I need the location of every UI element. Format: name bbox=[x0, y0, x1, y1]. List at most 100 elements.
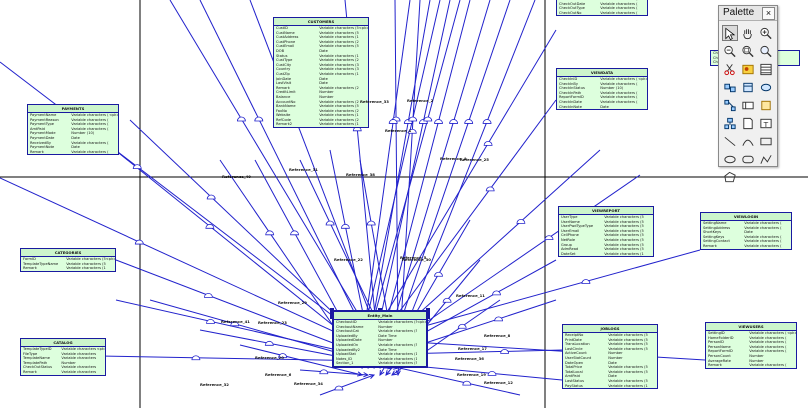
cardinality-marker bbox=[325, 220, 335, 226]
image-icon bbox=[742, 64, 754, 74]
link-tool-button[interactable] bbox=[722, 79, 738, 95]
line-tool-button[interactable] bbox=[722, 133, 738, 149]
attribute-name: TemplatePath bbox=[23, 360, 48, 365]
text-tool-button[interactable]: T bbox=[758, 115, 774, 131]
cut-tool-button[interactable] bbox=[722, 61, 738, 77]
inheritance-tool-button[interactable] bbox=[722, 115, 738, 131]
attribute-name: PaymentNote bbox=[30, 145, 55, 150]
attribute-type: Date bbox=[319, 48, 328, 53]
attribute-type: Variable characters (50) bbox=[608, 337, 648, 342]
palette-window[interactable]: Palette × T bbox=[718, 5, 778, 182]
selection-handle[interactable] bbox=[378, 308, 382, 312]
cardinality-marker bbox=[132, 164, 142, 170]
attribute-type: Variable characters (50) bbox=[319, 30, 359, 35]
cardinality-marker bbox=[483, 141, 493, 146]
selection-handle[interactable] bbox=[426, 315, 430, 319]
rounded-rectangle-tool-button[interactable] bbox=[740, 151, 756, 167]
palette-close-button[interactable]: × bbox=[762, 7, 775, 20]
attribute-key bbox=[787, 363, 794, 368]
relationship-line bbox=[394, 0, 399, 341]
attribute-name: Remark bbox=[276, 85, 290, 90]
arc-tool-button[interactable] bbox=[740, 133, 756, 149]
cardinality-marker bbox=[203, 292, 213, 298]
attribute-name: PaymentName bbox=[30, 113, 57, 117]
polygon-tool-button[interactable] bbox=[722, 169, 738, 185]
zoom-in-tool-button[interactable] bbox=[758, 25, 774, 41]
attribute-type: Variable characters (50) bbox=[600, 77, 638, 81]
attribute-type: Date Time bbox=[378, 347, 397, 352]
relationship-line bbox=[249, 0, 381, 341]
attribute-key bbox=[109, 150, 116, 155]
attribute-name: Country bbox=[276, 67, 291, 72]
relationship-label: Reference_11 bbox=[456, 293, 485, 298]
reference-tool-button[interactable] bbox=[722, 97, 738, 113]
attribute-type: Variable characters (30) bbox=[319, 62, 359, 67]
package-tool-button[interactable] bbox=[758, 79, 774, 95]
selection-handle[interactable] bbox=[426, 308, 430, 312]
attribute-name: ShortKeys bbox=[703, 230, 722, 235]
image-tool-button[interactable] bbox=[740, 61, 756, 77]
procedure-tool-button[interactable] bbox=[758, 97, 774, 113]
zoom-area-tool-button[interactable] bbox=[758, 43, 774, 59]
attribute-type: Variable characters (1024) bbox=[71, 149, 109, 154]
selection-handle[interactable] bbox=[426, 311, 430, 316]
attribute-type: Variable characters (50) bbox=[604, 247, 644, 252]
view-tool-button[interactable] bbox=[740, 79, 756, 95]
attribute-name: Group bbox=[561, 242, 572, 247]
ellipse-tool-button[interactable] bbox=[722, 151, 738, 167]
attribute-name: CheckInPath bbox=[559, 90, 582, 95]
attribute-key bbox=[782, 244, 789, 249]
polyline-tool-button[interactable] bbox=[758, 151, 774, 167]
attribute-name: Remark bbox=[23, 369, 37, 374]
attribute-name: UserName bbox=[561, 219, 580, 224]
rectangle-tool-button[interactable] bbox=[758, 133, 774, 149]
palette-title-bar[interactable]: Palette × bbox=[719, 6, 777, 21]
selection-handle[interactable] bbox=[330, 311, 334, 316]
relationship-label: Reference_12 bbox=[484, 380, 513, 385]
relationship-line bbox=[319, 374, 375, 396]
zoom-out-tool-button[interactable] bbox=[722, 43, 738, 59]
sequence-tool-button[interactable] bbox=[740, 97, 756, 113]
file-tool-button[interactable] bbox=[740, 115, 756, 131]
attribute-name: AccountNo bbox=[276, 99, 296, 104]
selection-handle[interactable] bbox=[330, 308, 334, 312]
pointer-tool-button[interactable] bbox=[722, 25, 738, 41]
entity-title: Entity_Main bbox=[334, 312, 426, 320]
cardinality-marker bbox=[334, 385, 344, 391]
attribute-type: Variable characters (50) bbox=[61, 365, 97, 370]
attribute-type: Variable characters (50) bbox=[744, 221, 782, 225]
entity-title: CUSTOMERS bbox=[274, 18, 368, 26]
relationship-label: Reference_31 bbox=[289, 167, 318, 172]
selection-handle[interactable] bbox=[330, 315, 334, 319]
cardinality-marker bbox=[494, 316, 504, 322]
zoom-fit-tool-button[interactable] bbox=[740, 43, 756, 59]
attribute-name: UploadedBy bbox=[336, 333, 358, 338]
pan-hand-tool-button[interactable] bbox=[740, 25, 756, 41]
table-tool-button[interactable] bbox=[758, 61, 774, 77]
palette-title: Palette bbox=[723, 7, 755, 18]
text-icon: T bbox=[760, 118, 772, 128]
